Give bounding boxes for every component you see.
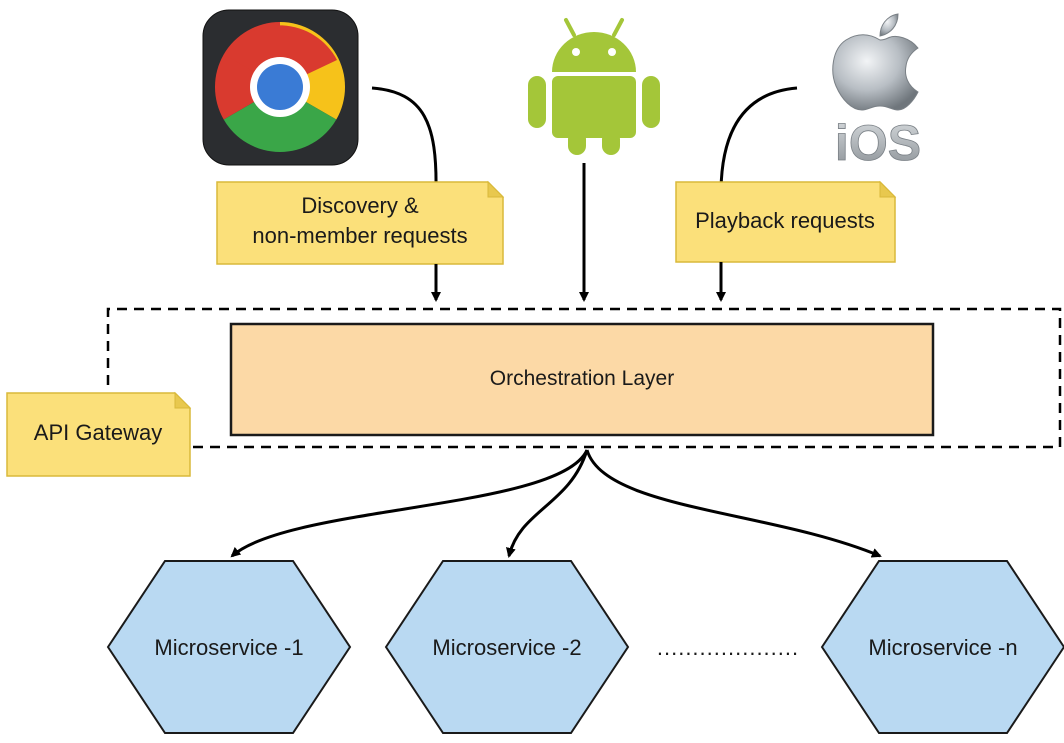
orchestration-layer: Orchestration Layer xyxy=(229,322,935,437)
microservice-n: Microservice -n xyxy=(820,560,1064,734)
playback-note-text: Playback requests xyxy=(695,208,875,233)
android-icon xyxy=(528,18,660,155)
gateway-arrows xyxy=(431,163,726,302)
discovery-note-line2: non-member requests xyxy=(252,223,467,248)
arrow-to-service-n xyxy=(585,449,882,558)
microservice-2-label: Microservice -2 xyxy=(432,635,581,660)
api-gateway-boundary xyxy=(106,307,1062,449)
fanout-arrows xyxy=(230,449,882,558)
orchestration-layer-label: Orchestration Layer xyxy=(490,367,674,390)
chrome-icon xyxy=(202,9,359,166)
ios-connector xyxy=(719,86,798,191)
arrow-to-service-1 xyxy=(230,449,589,558)
arrow-to-service-2 xyxy=(506,449,589,558)
ellipsis-separator: .................... xyxy=(657,635,799,660)
api-gateway-note: API Gateway xyxy=(6,391,192,477)
microservice-n-label: Microservice -n xyxy=(868,635,1017,660)
client-connectors xyxy=(371,86,798,191)
chrome-connector xyxy=(371,86,438,191)
microservice-1: Microservice -1 xyxy=(106,560,352,734)
discovery-note: Discovery & non-member requests xyxy=(216,180,505,265)
microservice-2: Microservice -2 xyxy=(384,560,630,734)
ios-label: iOS xyxy=(835,115,921,171)
discovery-note-line1: Discovery & xyxy=(301,193,419,218)
playback-note: Playback requests xyxy=(675,180,897,263)
api-gateway-label: API Gateway xyxy=(34,420,162,445)
apple-icon xyxy=(832,13,919,111)
microservice-1-label: Microservice -1 xyxy=(154,635,303,660)
